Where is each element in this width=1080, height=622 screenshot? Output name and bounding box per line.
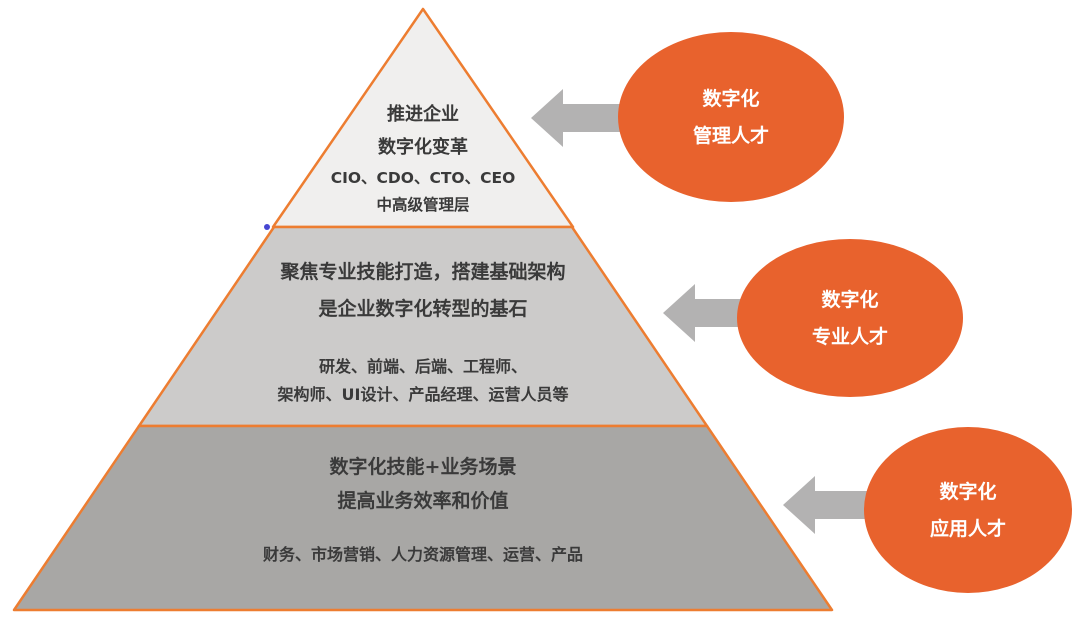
callout-ellipse-application	[864, 427, 1072, 593]
tier-bottom-roles-line1: 财务、市场营销、人力资源管理、运营、产品	[262, 545, 584, 564]
callout-professional-line1: 数字化	[821, 289, 879, 311]
tier-top-roles-line2: 中高级管理层	[376, 196, 470, 214]
callout-professional-line2: 专业人才	[811, 326, 889, 348]
callout-ellipse-management	[618, 32, 844, 202]
arrow-left-icon-top	[531, 89, 640, 147]
callout-label-management: 数字化 管理人才	[693, 81, 769, 155]
tier-middle-title-line2: 是企业数字化转型的基石	[318, 298, 528, 320]
tier-middle-roles-line1: 研发、前端、后端、工程师、	[318, 357, 528, 376]
tier-middle-roles-line2: 架构师、UI设计、产品经理、运营人员等	[277, 385, 569, 404]
tier-bottom-title-line1: 数字化技能+业务场景	[329, 456, 517, 478]
tier-top-title-line2: 数字化变革	[378, 137, 468, 158]
arrow-left-icon-middle	[663, 284, 770, 342]
callout-label-professional: 数字化 专业人才	[812, 282, 888, 356]
callout-management-line2: 管理人才	[692, 125, 770, 147]
callout-application-line2: 应用人才	[929, 518, 1007, 540]
callout-management-line1: 数字化	[702, 88, 760, 110]
tier-middle-title-line1: 聚焦专业技能打造，搭建基础架构	[280, 261, 566, 283]
callout-label-application: 数字化 应用人才	[930, 474, 1006, 548]
arrow-left-icon-bottom	[783, 476, 890, 534]
callout-application-line1: 数字化	[939, 481, 997, 503]
tier-top-roles-line1: CIO、CDO、CTO、CEO	[330, 169, 516, 187]
tier-bottom-title-line2: 提高业务效率和价值	[337, 490, 509, 512]
tier-top-title-line1: 推进企业	[387, 104, 459, 125]
artifact-dot	[264, 224, 270, 230]
callout-ellipse-professional	[737, 239, 963, 397]
pyramid-tier-bottom	[12, 424, 834, 612]
